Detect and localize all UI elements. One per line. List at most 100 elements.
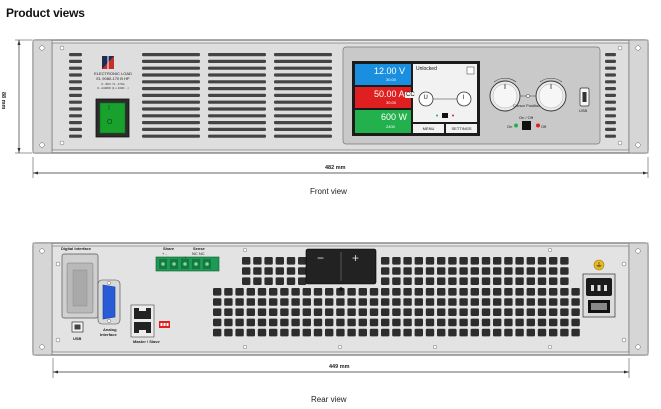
vent-slot [208,93,266,97]
vent-slot [470,267,479,275]
vent-slot [142,107,200,111]
menu-button[interactable]: MENU [422,125,435,131]
vent-slot [313,298,323,306]
digital-interface-slot[interactable] [61,253,99,319]
vent-slot [437,318,446,327]
vent-slot [481,288,491,296]
voltage-rotary-knob[interactable] [489,80,521,112]
vent-slot [414,308,423,316]
dc-input-terminal[interactable] [305,248,377,291]
vent-slot [605,100,616,104]
vent-slot [605,80,616,84]
off-led [536,123,540,128]
vent-slot [537,257,547,265]
vent-slot [437,328,446,337]
master-slave-ports[interactable] [130,304,155,338]
vent-slot [224,288,233,296]
vent-slot [358,288,367,296]
analog-interface-label-2: Interface [100,332,117,337]
vent-slot [358,328,367,337]
vent-slot [414,267,423,275]
vent-slot [425,318,435,327]
vent-slot [69,114,82,118]
vent-slot [403,288,412,296]
vent-slot [392,257,401,265]
vent-slot [493,257,502,265]
vent-slot [549,267,558,275]
ground-terminal [593,259,605,271]
rear-view-caption: Rear view [311,395,347,404]
vent-slot [358,318,367,327]
vent-slot [493,318,502,327]
vent-slot [313,328,323,337]
height-dimension [15,39,32,154]
share-sense-terminal[interactable] [155,256,220,272]
vent-slot [448,288,457,296]
cursor-position-label: Cursor Position [513,103,541,108]
vent-slot [414,277,423,285]
analog-interface-connector[interactable] [97,279,121,325]
vent-slot [437,267,446,275]
vent-slot [274,114,332,118]
vent-slot [264,257,273,265]
vent-slot [504,328,513,337]
vent-slot [274,121,332,125]
power-switch[interactable] [95,98,130,138]
vent-slot [358,298,367,306]
vent-slot [275,277,284,285]
vent-slot [403,308,412,316]
vent-slot [257,288,267,296]
termination-dip-switch[interactable] [159,321,170,328]
vent-slot [69,73,82,77]
front-usb-port[interactable] [579,87,590,107]
vent-slot [437,298,446,306]
vent-slot [369,328,379,337]
vent-slot [213,288,222,296]
vent-slot [481,298,491,306]
share-label: Share [163,246,175,251]
output-onoff-button[interactable] [522,121,531,130]
vent-slot [481,257,491,265]
vent-slot [448,298,457,306]
vent-slot [470,288,479,296]
vent-slot [414,318,423,327]
vent-slot [526,318,535,327]
vent-slot [142,87,200,91]
vent-slot [142,93,200,97]
vent-slot [208,100,266,104]
rear-usb-port[interactable] [71,321,84,333]
vent-slot [381,267,390,275]
current-rotary-knob[interactable] [535,80,567,112]
vent-slot [605,73,616,77]
vent-slot [459,318,468,327]
settings-button[interactable]: SETTINGS [451,125,472,131]
vent-slot [142,73,200,77]
current-panel [355,87,411,108]
vent-slot [515,308,524,316]
vent-slot [274,73,332,77]
model-text: EL 9080-170 B HP [96,76,130,81]
ac-power-inlet[interactable] [582,273,616,318]
vent-slot [437,277,446,285]
vent-slot [69,100,82,104]
vent-slot [274,127,332,131]
vent-slot [437,288,446,296]
vent-slot [224,298,233,306]
vent-slot [369,298,379,306]
vent-slot [246,298,255,306]
master-slave-label: Master / Slave [133,339,160,344]
vent-slot [69,59,82,63]
vent-slot [459,257,468,265]
vent-slot [448,318,457,327]
vent-slot [470,318,479,327]
current-readout: 50.00 A [374,89,405,99]
vent-slot [280,328,289,337]
on-label: On [507,123,513,129]
vent-slot [275,257,284,265]
vent-slot [213,328,222,337]
vent-slot [537,298,547,306]
rear-width-dimension [52,358,630,378]
vent-slot [481,277,491,285]
vent-slot [142,134,200,138]
